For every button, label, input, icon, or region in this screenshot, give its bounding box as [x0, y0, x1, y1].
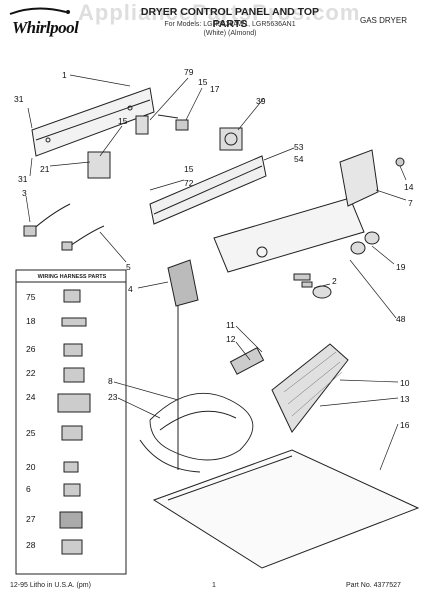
callout-15: 15 — [198, 77, 208, 87]
wiring-item-label: 26 — [26, 344, 36, 354]
knob-part — [364, 231, 380, 245]
watermark: AppliancePartsPros.com — [78, 0, 361, 25]
callout-11: 11 — [226, 320, 235, 330]
callout-15: 15 — [118, 116, 128, 126]
logo-swoosh-icon — [9, 7, 70, 15]
lint-screen-part — [167, 259, 199, 307]
top-panel-part — [152, 449, 420, 569]
timer-part — [219, 127, 243, 151]
colors-line: (White) (Almond) — [203, 30, 257, 37]
wiring-item-label: 20 — [26, 462, 36, 472]
wiring-item-label: 28 — [26, 540, 36, 550]
wiring-item-label: 18 — [26, 316, 36, 326]
callout-4: 4 — [128, 284, 133, 294]
motor-part — [87, 151, 111, 179]
models-line: For Models: LGR5636AW1, LGR5636AN1 — [164, 21, 296, 28]
callout-5: 5 — [126, 262, 131, 272]
callout-54: 54 — [294, 154, 304, 164]
doc-type: GAS DRYER — [360, 16, 407, 25]
end-cap-part — [339, 149, 379, 207]
callout-31: 31 — [14, 94, 24, 104]
callout-19: 19 — [396, 262, 406, 272]
switch-part — [135, 115, 149, 135]
callout-15: 15 — [184, 164, 194, 174]
part-number: Part No. 4377527 — [346, 582, 401, 589]
whirlpool-logo: Whirlpool — [6, 4, 102, 44]
lint-housing-part — [271, 343, 349, 433]
callout-72: 72 — [184, 178, 194, 188]
logo-text: Whirlpool — [12, 18, 79, 37]
harness-part — [23, 225, 37, 237]
footer-litho: 12-95 Litho in U.S.A. (pm) — [10, 582, 91, 589]
wiring-item-label: 24 — [26, 392, 36, 402]
callout-8: 8 — [108, 376, 113, 386]
callout-21: 21 — [40, 164, 50, 174]
callout-2: 2 — [332, 276, 337, 286]
wiring-item-label: 25 — [26, 428, 36, 438]
control-panel-part — [31, 87, 155, 157]
page-title: DRYER CONTROL PANEL AND TOP PARTS — [140, 6, 320, 30]
callout-13: 13 — [400, 394, 410, 404]
wiring-item-label: 6 — [26, 484, 31, 494]
callout-23: 23 — [108, 392, 118, 402]
page-number: 1 — [212, 582, 216, 589]
top-cover-part — [213, 197, 365, 273]
callout-1: 1 — [62, 70, 67, 80]
callout-12: 12 — [226, 334, 236, 344]
callout-14: 14 — [404, 182, 414, 192]
callout-31: 31 — [18, 174, 28, 184]
callout-79: 79 — [184, 67, 194, 77]
callout-16: 16 — [400, 420, 410, 430]
callout-39: 39 — [256, 96, 266, 106]
callout-17: 17 — [210, 84, 220, 94]
callout-7: 7 — [408, 198, 413, 208]
wiring-item-label: 27 — [26, 514, 36, 524]
wiring-box-title: WIRING HARNESS PARTS — [37, 274, 107, 280]
callout-10: 10 — [400, 378, 410, 388]
callout-48: 48 — [396, 314, 406, 324]
wiring-item-label: 22 — [26, 368, 36, 378]
callout-3: 3 — [22, 188, 27, 198]
callout-53: 53 — [294, 142, 304, 152]
wiring-item-label: 75 — [26, 292, 36, 302]
